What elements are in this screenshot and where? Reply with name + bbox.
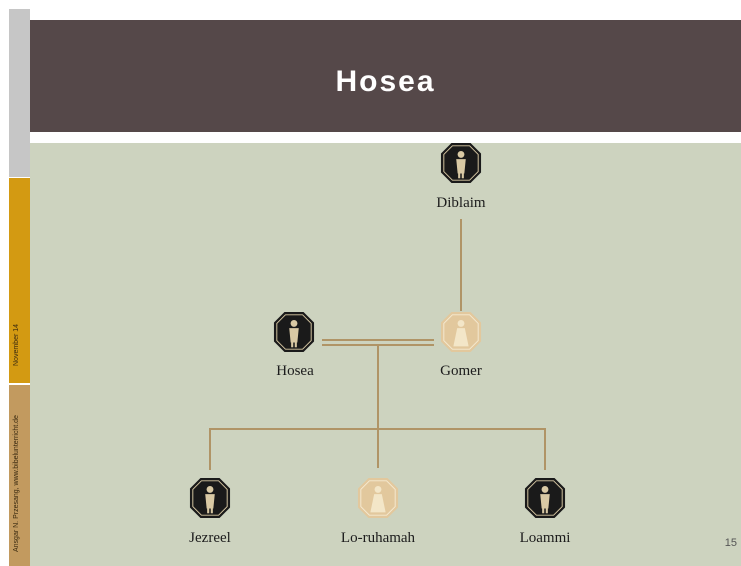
connector-jezreel bbox=[209, 428, 211, 470]
sidebar-grey-block bbox=[9, 9, 30, 177]
children-bar bbox=[209, 428, 546, 430]
sidebar-brown-block bbox=[9, 385, 30, 566]
person-label-loammi: Loammi bbox=[519, 530, 571, 546]
page-number: 15 bbox=[724, 537, 737, 549]
title-banner: Hosea bbox=[30, 20, 741, 132]
person-label-diblaim: Diblaim bbox=[436, 195, 486, 211]
person-label-jezreel: Jezreel bbox=[189, 530, 231, 546]
person-label-gomer: Gomer bbox=[440, 363, 482, 379]
marriage-line-bottom bbox=[322, 344, 434, 346]
connector-marriage-children bbox=[377, 346, 379, 468]
female-figure-icon bbox=[440, 311, 482, 353]
male-figure-icon bbox=[189, 477, 231, 519]
connector-loammi bbox=[544, 428, 546, 470]
connector-diblaim-gomer bbox=[460, 219, 462, 311]
person-label-hosea: Hosea bbox=[276, 363, 314, 379]
slide-title: Hosea bbox=[335, 65, 436, 98]
male-figure-icon bbox=[273, 311, 315, 353]
marriage-line-top bbox=[322, 339, 434, 341]
person-label-loruhamah: Lo-ruhamah bbox=[340, 530, 416, 546]
sidebar-date-text: November 14 bbox=[13, 323, 20, 366]
male-figure-icon bbox=[440, 142, 482, 184]
male-figure-icon bbox=[524, 477, 566, 519]
sidebar-credit-text: Ansgar N. Przesang, www.bibelunterricht.… bbox=[13, 415, 20, 552]
sidebar-gold-block bbox=[9, 178, 30, 383]
female-figure-icon bbox=[357, 477, 399, 519]
